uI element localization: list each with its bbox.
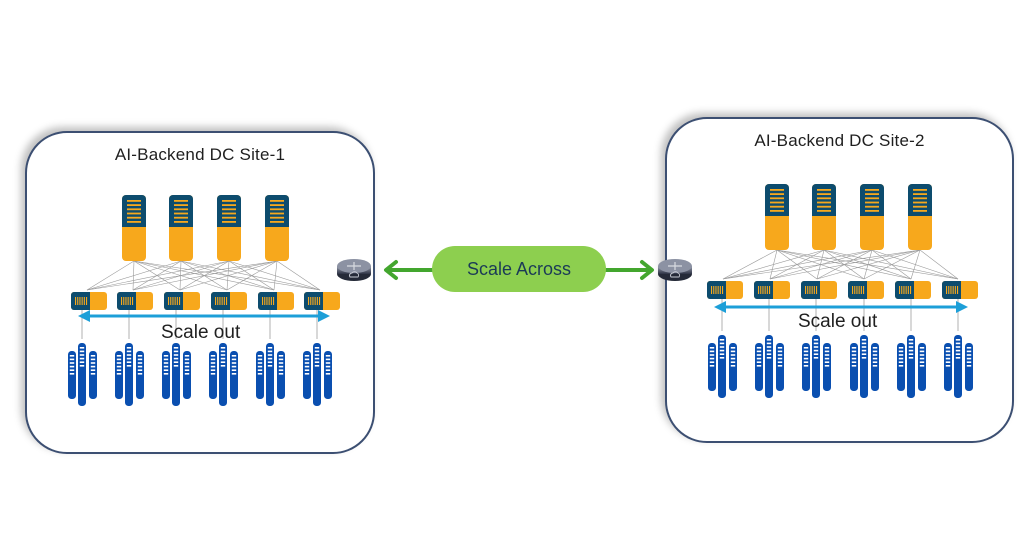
site-1-title: AI-Backend DC Site-1 <box>114 145 286 164</box>
gpu-server-rack-icon <box>850 335 879 398</box>
site-2-mesh-links <box>722 249 959 280</box>
mesh-link <box>816 249 921 280</box>
spine-switch-icon <box>908 184 932 250</box>
mesh-link <box>132 260 278 291</box>
spine-switch-icon <box>265 195 289 261</box>
router-cloud-icon <box>658 259 692 281</box>
leaf-switch-icon <box>801 281 837 299</box>
mesh-link <box>722 249 825 280</box>
gpu-server-rack-icon <box>755 335 784 398</box>
gpu-server-rack-icon <box>256 343 285 406</box>
mesh-link <box>722 249 921 280</box>
leaf-switch-icon <box>848 281 884 299</box>
gpu-server-rack-icon <box>708 335 737 398</box>
spine-switch-icon <box>169 195 193 261</box>
site-2-title: AI-Backend DC Site-2 <box>754 131 925 150</box>
leaf-switch-icon <box>164 292 200 310</box>
spine-switch-icon <box>765 184 789 250</box>
scale-across-pill: Scale Across <box>432 246 606 292</box>
mesh-link <box>910 249 921 280</box>
spine-switch-icon <box>812 184 836 250</box>
gpu-server-rack-icon <box>303 343 332 406</box>
gpu-server-rack-icon <box>115 343 144 406</box>
mesh-link <box>919 249 959 280</box>
spine-switch-icon <box>122 195 146 261</box>
site-1-fabric <box>68 195 340 406</box>
mesh-link <box>863 249 921 280</box>
site-2-fabric <box>707 184 978 398</box>
mesh-link <box>180 260 321 291</box>
leaf-switch-icon <box>258 292 294 310</box>
mesh-link <box>871 249 959 280</box>
site-1-mesh-links <box>86 260 321 291</box>
scale-across-arrow-right <box>604 260 654 280</box>
spine-switch-icon <box>217 195 241 261</box>
leaf-switch-icon <box>942 281 978 299</box>
leaf-switch-icon <box>211 292 247 310</box>
mesh-link <box>226 260 278 291</box>
spine-switch-icon <box>860 184 884 250</box>
gpu-server-rack-icon <box>209 343 238 406</box>
gpu-server-rack-icon <box>68 343 97 406</box>
mesh-link <box>769 249 921 280</box>
gpu-server-rack-icon <box>162 343 191 406</box>
site-2-scale-out-label: Scale out <box>798 311 878 332</box>
mesh-link <box>86 260 135 291</box>
site-1-scale-out-label: Scale out <box>161 322 241 343</box>
router-cloud-icon <box>337 259 371 281</box>
leaf-switch-icon <box>304 292 340 310</box>
gpu-server-rack-icon <box>944 335 973 398</box>
mesh-link <box>722 249 778 280</box>
mesh-link <box>276 260 321 291</box>
mesh-link <box>179 260 278 291</box>
mesh-link <box>273 260 278 291</box>
scale-across-arrow-left <box>384 260 434 280</box>
mesh-link <box>86 260 182 291</box>
gpu-server-rack-icon <box>802 335 831 398</box>
leaf-switch-icon <box>71 292 107 310</box>
mesh-link <box>86 260 230 291</box>
mesh-link <box>722 249 873 280</box>
leaf-switch-icon <box>754 281 790 299</box>
gpu-server-rack-icon <box>897 335 926 398</box>
leaf-switch-icon <box>707 281 743 299</box>
leaf-switch-icon <box>117 292 153 310</box>
leaf-switch-icon <box>895 281 931 299</box>
mesh-link <box>86 260 278 291</box>
